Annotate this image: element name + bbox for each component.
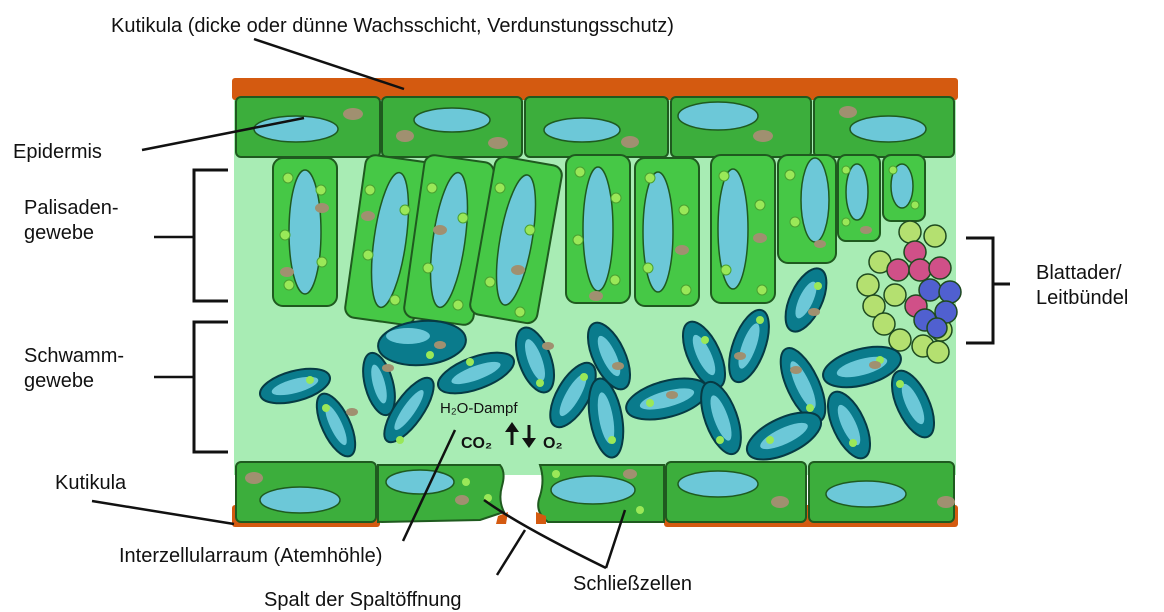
label-epidermis: Epidermis bbox=[13, 141, 102, 163]
label-stoma-gap: Spalt der Spaltöffnung bbox=[264, 589, 462, 611]
label-vein-line2: Leitbündel bbox=[1036, 286, 1128, 311]
label-cuticle-top: Kutikula (dicke oder dünne Wachsschicht,… bbox=[111, 15, 674, 37]
label-spongy-line1: Schwamm- bbox=[24, 344, 124, 369]
label-palisade-line1: Palisaden- bbox=[24, 196, 119, 221]
label-o2: O₂ bbox=[543, 435, 563, 453]
label-water-vapor: H₂O-Dampf bbox=[440, 400, 518, 417]
label-co2: CO₂ bbox=[461, 435, 492, 453]
label-vein-line1: Blattader/ bbox=[1036, 261, 1128, 286]
label-palisade: Palisaden- gewebe bbox=[24, 196, 119, 246]
label-guard-cells: Schließzellen bbox=[573, 573, 692, 595]
upper-epidermis bbox=[236, 97, 954, 157]
label-vein: Blattader/ Leitbündel bbox=[1036, 261, 1128, 311]
label-palisade-line2: gewebe bbox=[24, 221, 119, 246]
label-intercellular: Interzellularraum (Atemhöhle) bbox=[119, 545, 382, 567]
label-spongy-line2: gewebe bbox=[24, 369, 124, 394]
label-cuticle-bottom: Kutikula bbox=[55, 472, 126, 494]
label-spongy: Schwamm- gewebe bbox=[24, 344, 124, 394]
